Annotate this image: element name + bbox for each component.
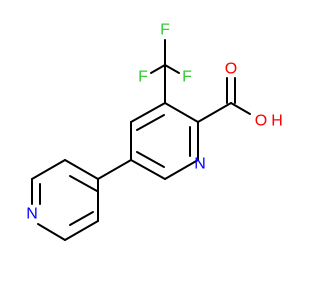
atom-h-hydroxyl: H (271, 113, 283, 130)
bond-c2-c3 (164, 102, 199, 123)
bond-c-f-left (150, 64, 166, 74)
bond-c-oh (230, 102, 251, 115)
atom-f-top: F (160, 22, 170, 39)
chemical-structure: F F F O O H N N (26, 22, 283, 241)
bond-d5-d6-inner (69, 211, 94, 226)
atom-n-right-ring: N (194, 156, 206, 173)
atom-labels: F F F O O H N N (26, 22, 283, 223)
bond-c5-c6-inner (136, 151, 165, 168)
bond-c1-c2 (130, 102, 166, 123)
bond-c-f-right (164, 64, 180, 74)
bond-c5-c6 (130, 159, 166, 180)
bond-c1-c2-inner (136, 114, 165, 131)
bond-d2-d3 (31, 159, 66, 180)
bonds (31, 39, 251, 241)
atom-o-carbonyl: O (225, 61, 237, 78)
bond-d1-d2 (64, 159, 99, 180)
bond-biaryl (97, 159, 132, 180)
atom-f-left: F (138, 69, 148, 86)
bond-ring-cooh (197, 102, 232, 123)
atom-o-hydroxyl: O (255, 113, 267, 130)
bond-n-d5 (37, 223, 66, 241)
bond-n-c5 (164, 159, 199, 180)
bond-d1-d2-inner (69, 175, 98, 192)
bond-d5-d6 (64, 220, 99, 241)
atom-f-right: F (182, 69, 192, 86)
atom-n-left-ring: N (26, 206, 38, 223)
